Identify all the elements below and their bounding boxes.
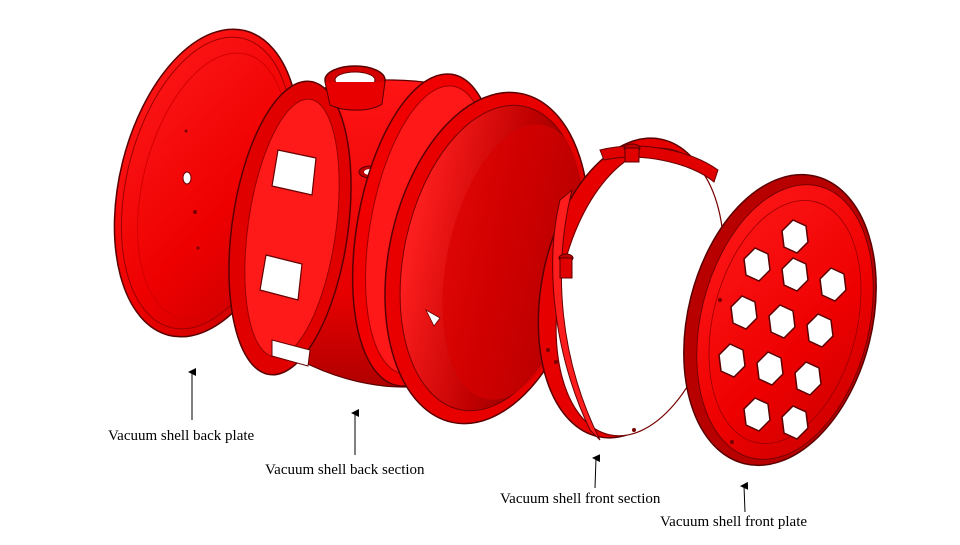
front-section-arrow [592, 454, 601, 489]
back-plate-label: Vacuum shell back plate [108, 428, 255, 444]
back-section-window [259, 254, 303, 301]
front-plate-arrow [740, 481, 749, 513]
back-section-window [271, 149, 317, 196]
back-plate-port-hole [182, 171, 192, 185]
front-section-part [537, 137, 725, 441]
front-plate-label: Vacuum shell front plate [660, 514, 808, 530]
front-plate-hex-openings [718, 219, 847, 440]
back-section-label: Vacuum shell back section [265, 462, 425, 478]
front-plate-part [683, 173, 877, 467]
front-section-label: Vacuum shell front section [500, 491, 661, 507]
back-section-window [271, 339, 311, 367]
